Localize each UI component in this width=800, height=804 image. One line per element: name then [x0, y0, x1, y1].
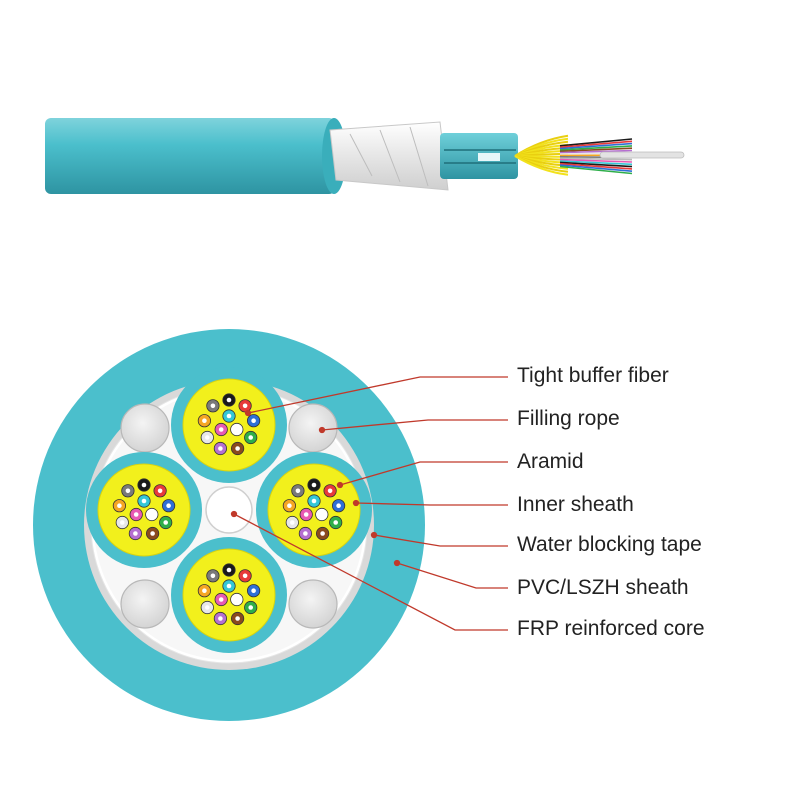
frp-core — [206, 487, 252, 533]
fiber-core — [126, 489, 131, 494]
fiber-core — [320, 531, 325, 536]
fiber-core — [328, 489, 333, 494]
fiber-core — [243, 404, 248, 409]
leader-dot — [246, 411, 251, 416]
leader-dot — [354, 501, 359, 506]
fiber-core — [205, 605, 210, 610]
fiber-core — [227, 414, 232, 419]
fiber-core — [166, 503, 171, 508]
leader-dot — [338, 483, 343, 488]
fiber-core — [303, 531, 308, 536]
fiber-core — [120, 520, 125, 525]
cable-side-view — [45, 118, 684, 194]
fiber-core — [251, 418, 256, 423]
fiber-core — [235, 446, 240, 451]
fiber-core — [163, 520, 168, 525]
label-aramid: Aramid — [517, 450, 584, 474]
leader-dot — [320, 428, 325, 433]
fiber-core — [312, 499, 317, 504]
fiber-core — [290, 520, 295, 525]
label-pvc-lszh-sheath: PVC/LSZH sheath — [517, 576, 689, 600]
fiber-core — [304, 512, 309, 517]
tight-buffer-subunit — [86, 452, 202, 568]
fiber-core — [251, 588, 256, 593]
label-water-blocking-tape: Water blocking tape — [517, 533, 702, 557]
leader-dot — [232, 512, 237, 517]
label-inner-sheath: Inner sheath — [517, 493, 634, 517]
fiber-core — [218, 616, 223, 621]
aramid-yarn — [183, 379, 275, 471]
fiber-core — [235, 616, 240, 621]
unit-highlight — [478, 153, 500, 161]
fiber-core — [219, 427, 224, 432]
fiber-core — [133, 531, 138, 536]
fiber-core — [202, 418, 207, 423]
fiber-core — [333, 520, 338, 525]
fiber-core — [211, 574, 216, 579]
tight-buffer-subunit — [171, 367, 287, 483]
fiber-core — [218, 446, 223, 451]
leader-dot — [395, 561, 400, 566]
fiber-core — [287, 503, 292, 508]
filling-rope — [121, 580, 169, 628]
fiber-core — [134, 512, 139, 517]
fiber-core — [211, 404, 216, 409]
fiber-core — [202, 588, 207, 593]
aramid-yarn — [183, 549, 275, 641]
leader-dot — [372, 533, 377, 538]
label-frp-reinforced-core: FRP reinforced core — [517, 617, 705, 641]
fiber-core — [320, 512, 325, 517]
fiber-core — [235, 597, 240, 602]
fiber-core — [150, 512, 155, 517]
filling-rope — [289, 580, 337, 628]
fiber-core — [312, 483, 317, 488]
tight-buffer-subunit — [171, 537, 287, 653]
fiber-core — [142, 499, 147, 504]
fiber-core — [248, 435, 253, 440]
fiber-core — [227, 568, 232, 573]
label-tight-buffer-fiber: Tight buffer fiber — [517, 364, 669, 388]
aramid-yarn — [268, 464, 360, 556]
fiber-core — [248, 605, 253, 610]
fiber-core — [219, 597, 224, 602]
fiber-core — [296, 489, 301, 494]
fiber-core — [227, 398, 232, 403]
label-filling-rope: Filling rope — [517, 407, 620, 431]
fiber-core — [150, 531, 155, 536]
fiber-core — [205, 435, 210, 440]
tight-buffer-subunit — [256, 452, 372, 568]
filling-rope — [121, 404, 169, 452]
outer-jacket-side — [45, 118, 335, 194]
fiber-core — [227, 584, 232, 589]
fiber-core — [243, 574, 248, 579]
fiber-core — [142, 483, 147, 488]
fiber-core — [235, 427, 240, 432]
frp-rod-side — [600, 152, 684, 158]
filling-rope — [289, 404, 337, 452]
fiber-core — [336, 503, 341, 508]
fiber-core — [117, 503, 122, 508]
aramid-yarn — [98, 464, 190, 556]
water-blocking-tape-side — [330, 122, 448, 190]
fiber-core — [158, 489, 163, 494]
